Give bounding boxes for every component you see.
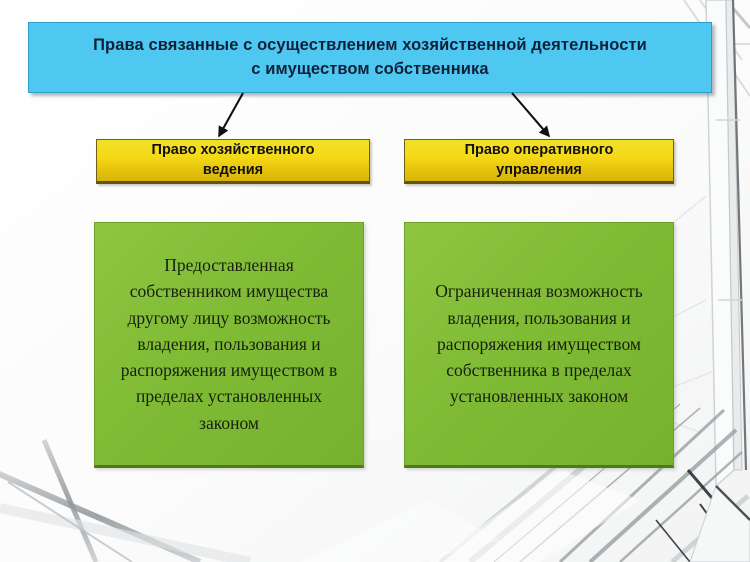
arrow-to-left-branch bbox=[218, 92, 244, 138]
title-banner-line1: Права связанные с осуществлением хозяйст… bbox=[93, 35, 647, 54]
right-yellow-header-box: Право оперативного управления bbox=[404, 139, 674, 184]
title-banner: Права связанные с осуществлением хозяйст… bbox=[28, 22, 712, 93]
title-banner-text: Права связанные с осуществлением хозяйст… bbox=[79, 34, 661, 82]
left-yellow-header-box: Право хозяйственного ведения bbox=[96, 139, 370, 184]
right-yellow-header-text: Право оперативного управления bbox=[457, 141, 622, 180]
title-banner-line2: с имуществом собственника bbox=[251, 59, 489, 78]
left-green-body-box: Предоставленная собственником имущества … bbox=[94, 222, 364, 468]
left-yellow-header-line2: ведения bbox=[202, 161, 264, 178]
right-green-body-box: Ограниченная возможность владения, польз… bbox=[404, 222, 674, 468]
left-green-body-text: Предоставленная собственником имущества … bbox=[120, 255, 338, 433]
left-yellow-header-line1: Право хозяйственного bbox=[151, 141, 315, 158]
right-yellow-header-line2: управления bbox=[496, 161, 582, 178]
right-yellow-header-line1: Право оперативного bbox=[464, 141, 614, 158]
arrow-to-right-branch bbox=[511, 92, 551, 138]
right-green-body-text: Ограниченная возможность владения, польз… bbox=[435, 281, 643, 407]
left-yellow-header-text: Право хозяйственного ведения bbox=[144, 141, 323, 180]
